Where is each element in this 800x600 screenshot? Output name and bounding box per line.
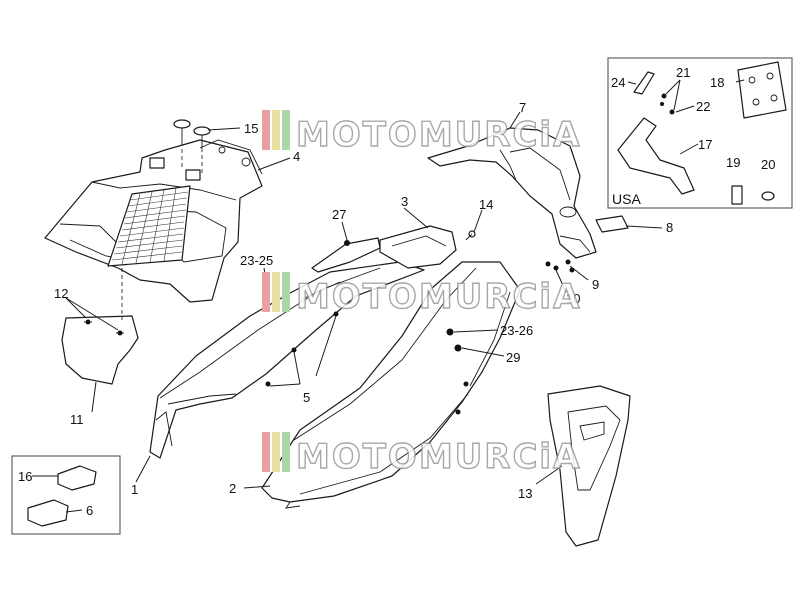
label-24: 24 bbox=[611, 75, 625, 90]
part-15-push-clips bbox=[173, 119, 211, 176]
watermark-stripe bbox=[272, 110, 280, 150]
label-14: 14 bbox=[479, 197, 493, 212]
inset-box-clips bbox=[11, 455, 121, 535]
label-11: 11 bbox=[70, 412, 84, 427]
label-15: 15 bbox=[244, 121, 258, 136]
watermark-stripe bbox=[272, 432, 280, 472]
label-8: 8 bbox=[666, 220, 673, 235]
part-8-reflector bbox=[595, 215, 629, 233]
watermark-stripe bbox=[282, 110, 290, 150]
part-27-cover bbox=[311, 237, 381, 273]
watermark-text: MOTOMURCiA bbox=[296, 115, 581, 155]
callout-labels: 1 2 3 4 5 6 7 8 9 10 11 12 13 14 15 16 1… bbox=[18, 65, 775, 518]
watermark-text: MOTOMURCiA bbox=[296, 437, 581, 477]
watermark-stripe bbox=[262, 272, 270, 312]
label-23-25: 23-25 bbox=[240, 253, 273, 268]
watermark-stripe bbox=[282, 272, 290, 312]
label-5: 5 bbox=[303, 390, 310, 405]
watermark-middle: MOTOMURCiA bbox=[262, 272, 581, 318]
label-13: 13 bbox=[518, 486, 532, 501]
label-21: 21 bbox=[676, 65, 690, 80]
usa-label: USA bbox=[612, 191, 641, 207]
part-5-screws bbox=[265, 311, 469, 415]
label-23-26: 23-26 bbox=[500, 323, 533, 338]
label-22: 22 bbox=[696, 99, 710, 114]
part-19 bbox=[731, 185, 743, 205]
label-20: 20 bbox=[761, 157, 775, 172]
watermark-bottom: MOTOMURCiA bbox=[262, 432, 581, 478]
watermark-stripe bbox=[282, 432, 290, 472]
label-3: 3 bbox=[401, 194, 408, 209]
leader-lines bbox=[32, 79, 745, 513]
watermark-stripe bbox=[262, 110, 270, 150]
inset-box-usa bbox=[607, 57, 793, 209]
label-12: 12 bbox=[54, 286, 68, 301]
part-13-rear-panel bbox=[547, 385, 631, 547]
watermark-top: MOTOMURCiA bbox=[262, 110, 581, 156]
part-24 bbox=[633, 71, 655, 95]
watermark-stripe bbox=[272, 272, 280, 312]
part-23-26-marker bbox=[446, 328, 454, 336]
label-10: 10 bbox=[566, 291, 580, 306]
label-29: 29 bbox=[506, 350, 520, 365]
label-27: 27 bbox=[332, 207, 346, 222]
part-7-rear-mudguard bbox=[427, 127, 597, 259]
part-18 bbox=[737, 61, 787, 119]
part-20 bbox=[761, 191, 775, 201]
part-2-right-side-panel bbox=[261, 261, 521, 509]
label-7: 7 bbox=[519, 100, 526, 115]
watermark-text: MOTOMURCiA bbox=[296, 277, 581, 317]
part-17 bbox=[617, 117, 695, 195]
part-11-small-panel bbox=[61, 268, 139, 385]
label-1: 1 bbox=[131, 482, 138, 497]
part-14-screw bbox=[465, 230, 476, 241]
label-17: 17 bbox=[698, 137, 712, 152]
part-4-inner-tray bbox=[44, 139, 263, 303]
label-18: 18 bbox=[710, 75, 724, 90]
label-19: 19 bbox=[726, 155, 740, 170]
label-2: 2 bbox=[229, 481, 236, 496]
label-6: 6 bbox=[86, 503, 93, 518]
label-9: 9 bbox=[592, 277, 599, 292]
part-3-center-cover bbox=[379, 225, 457, 269]
label-4: 4 bbox=[293, 149, 300, 164]
part-29-marker bbox=[454, 344, 462, 352]
label-16: 16 bbox=[18, 469, 32, 484]
watermark-stripe bbox=[262, 432, 270, 472]
